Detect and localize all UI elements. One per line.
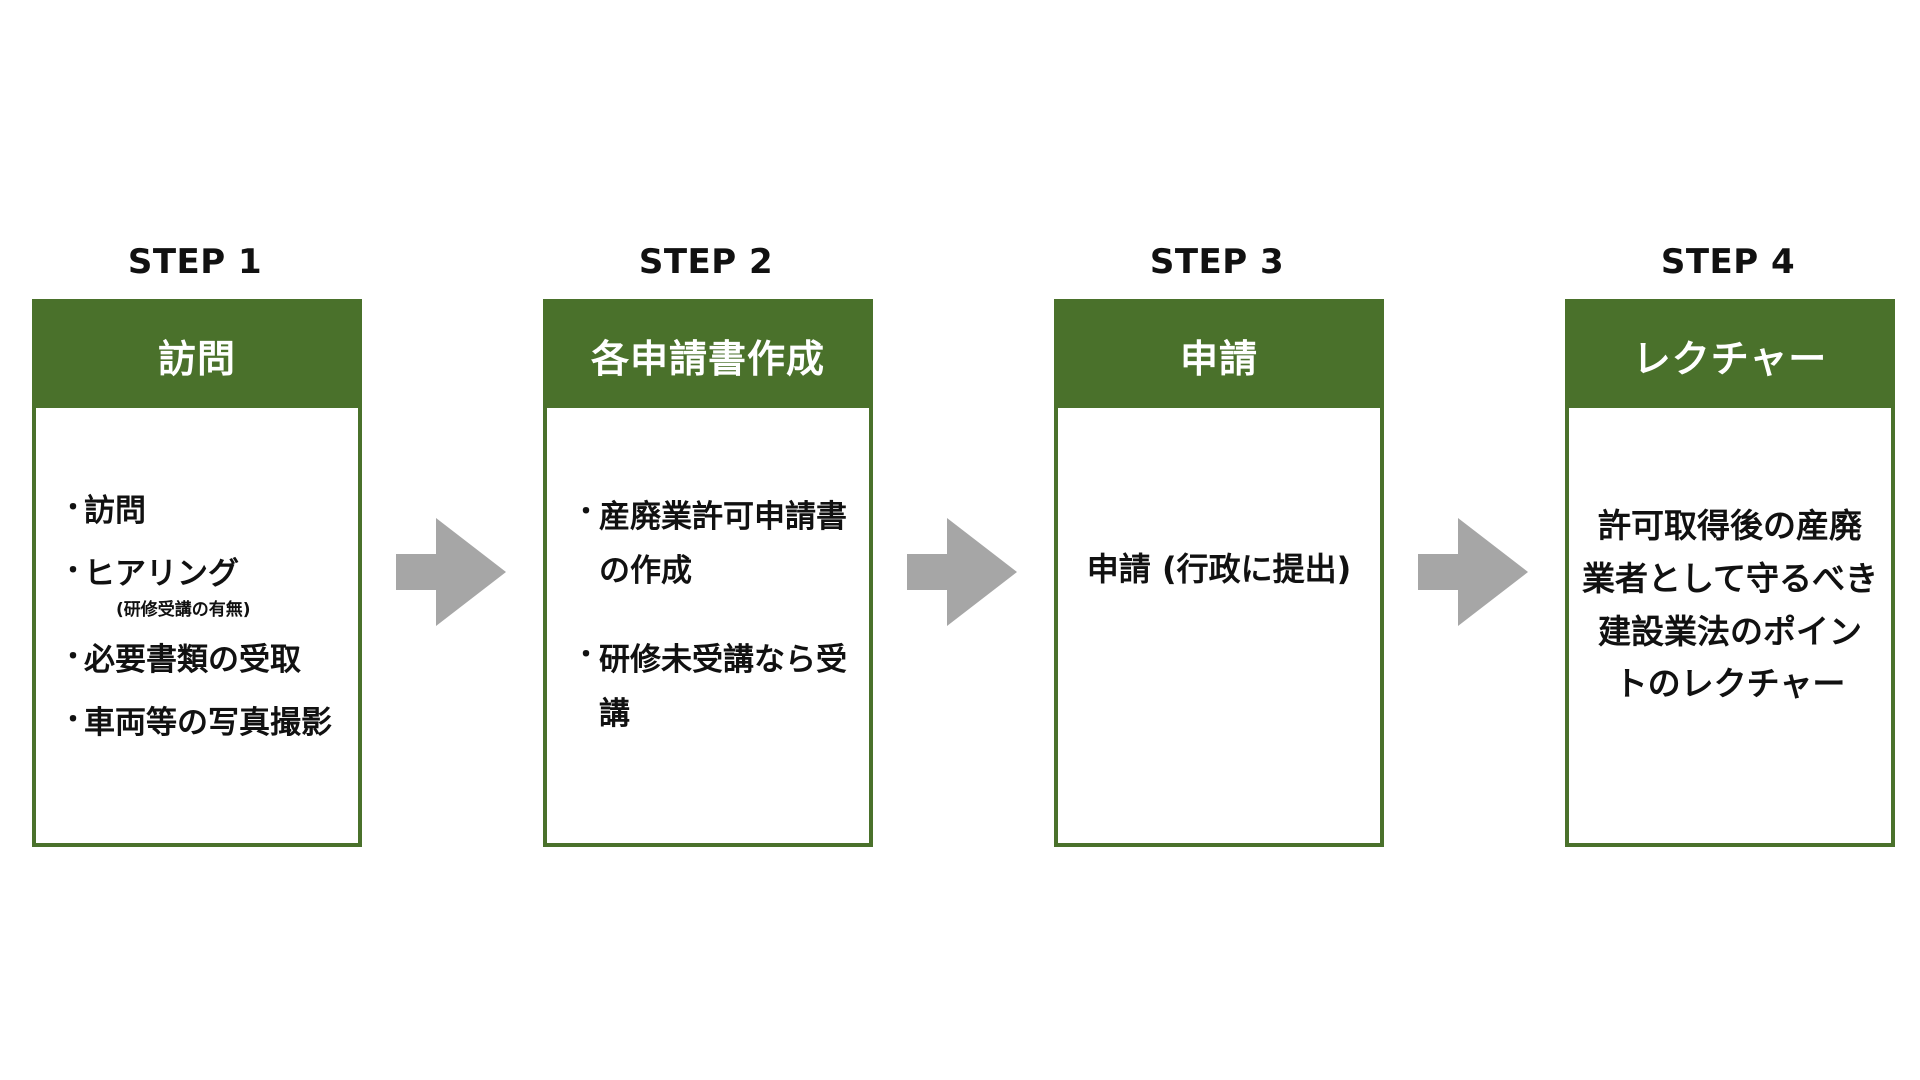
step-4-text: 許可取得後の産廃 業者として守るべき 建設業法のポイン トのレクチャー — [1581, 506, 1878, 704]
step-1-bullet-item: ・ 車両等の写真撮影 — [36, 702, 358, 745]
arrow-shape — [1418, 518, 1528, 626]
bullet-text: 必要書類の受取 — [84, 641, 301, 678]
step-3-label: STEP 3 — [1149, 242, 1285, 282]
bullet-sub-note: (研修受講の有無) — [116, 599, 251, 620]
bullet-text: 訪問 — [84, 493, 146, 529]
step-2-bullet-item: ・ 産廃業許可申請書の作成 — [547, 490, 861, 599]
step-1-body: ・ 訪問 ・ ヒアリング (研修受講の有無) ・ 必要書類の受取 ・ 車両等の写… — [36, 408, 358, 843]
right-arrow-icon — [907, 518, 1017, 626]
step-3-title: 申請 — [1058, 303, 1380, 408]
bullet-dot: ・ — [573, 497, 600, 527]
step-1-bullet-item: ・ 訪問 — [36, 490, 358, 533]
step-1-bullet-list: ・ 訪問 ・ ヒアリング (研修受講の有無) ・ 必要書類の受取 ・ 車両等の写… — [36, 490, 358, 746]
step-3-body: 申請 (行政に提出) — [1058, 408, 1380, 843]
arrow-shape — [396, 518, 506, 626]
step-4-label: STEP 4 — [1660, 242, 1796, 282]
bullet-text: 研修未受講なら受講 — [599, 641, 847, 732]
bullet-text: 産廃業許可申請書の作成 — [599, 499, 847, 590]
step-2-box: 各申請書作成 ・ 産廃業許可申請書の作成 ・ 研修未受講なら受講 — [543, 299, 873, 847]
step-2-bullet-item: ・ 研修未受講なら受講 — [547, 633, 861, 742]
bullet-dot: ・ — [60, 493, 87, 523]
step-4-title: レクチャー — [1569, 303, 1891, 408]
step-1-bullet-item: ・ 必要書類の受取 — [36, 639, 358, 682]
bullet-dot: ・ — [573, 639, 600, 670]
bullet-dot: ・ — [60, 641, 87, 672]
right-arrow-icon — [1418, 518, 1528, 626]
step-2-bullet-list: ・ 産廃業許可申請書の作成 ・ 研修未受講なら受講 — [547, 490, 861, 741]
step-2-label: STEP 2 — [638, 242, 774, 282]
step-1-bullet-item: ・ ヒアリング (研修受講の有無) — [36, 553, 358, 620]
bullet-dot: ・ — [60, 556, 87, 587]
step-3-box: 申請 申請 (行政に提出) — [1054, 299, 1384, 847]
step-2-body: ・ 産廃業許可申請書の作成 ・ 研修未受講なら受講 — [547, 408, 869, 843]
bullet-text: ヒアリング — [84, 556, 239, 593]
step-1-title: 訪問 — [36, 303, 358, 408]
step-1-label: STEP 1 — [127, 242, 263, 282]
arrow-shape — [907, 518, 1017, 626]
right-arrow-icon — [396, 518, 506, 626]
step-3-text: 申請 (行政に提出) — [1086, 550, 1352, 588]
bullet-text: 車両等の写真撮影 — [84, 705, 332, 742]
step-4-box: レクチャー 許可取得後の産廃 業者として守るべき 建設業法のポイン トのレクチャ… — [1565, 299, 1895, 847]
step-4-body: 許可取得後の産廃 業者として守るべき 建設業法のポイン トのレクチャー — [1569, 408, 1891, 843]
step-1-box: 訪問 ・ 訪問 ・ ヒアリング (研修受講の有無) ・ 必要書類の受取 ・ — [32, 299, 362, 847]
bullet-dot: ・ — [60, 705, 87, 736]
step-2-title: 各申請書作成 — [547, 303, 869, 408]
